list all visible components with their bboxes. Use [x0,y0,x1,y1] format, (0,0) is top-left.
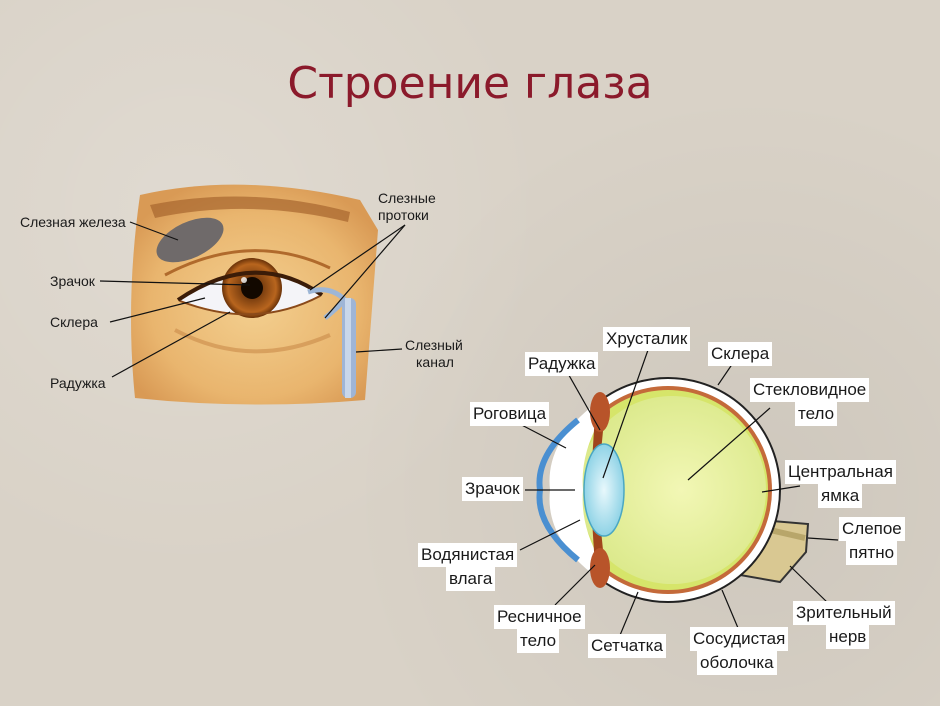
label-iris-section: Радужка [525,352,598,376]
label-lacrimal-canal-2: канал [416,354,454,370]
label-pupil-external: Зрачок [50,273,95,289]
label-lacrimal-ducts-2: протоки [378,207,429,223]
label-aqueous-2: влага [446,567,495,591]
label-ciliary-1: Ресничное [494,605,585,629]
label-ciliary-2: тело [517,629,559,653]
label-iris-external: Радужка [50,375,106,391]
label-lacrimal-gland: Слезная железа [20,214,126,230]
label-sclera-external: Склера [50,314,98,330]
label-pupil-section: Зрачок [462,477,523,501]
label-vitreous-2: тело [795,402,837,426]
label-cornea: Роговица [470,402,549,426]
label-choroid-2: оболочка [697,651,777,675]
label-fovea-2: ямка [818,484,862,508]
label-vitreous-1: Стекловидное [750,378,869,402]
label-optic-nerve-1: Зрительный [793,601,895,625]
label-aqueous-1: Водянистая [418,543,517,567]
label-lacrimal-ducts-1: Слезные [378,190,436,206]
label-sclera-section: Склера [708,342,772,366]
label-retina: Сетчатка [588,634,666,658]
label-lens: Хрусталик [603,327,690,351]
label-lacrimal-canal-1: Слезный [405,337,463,353]
label-optic-nerve-2: нерв [826,625,869,649]
label-fovea-1: Центральная [785,460,896,484]
label-blind-spot-2: пятно [846,541,897,565]
label-blind-spot-1: Слепое [839,517,905,541]
lens-shape [584,444,624,536]
label-choroid-1: Сосудистая [690,627,788,651]
